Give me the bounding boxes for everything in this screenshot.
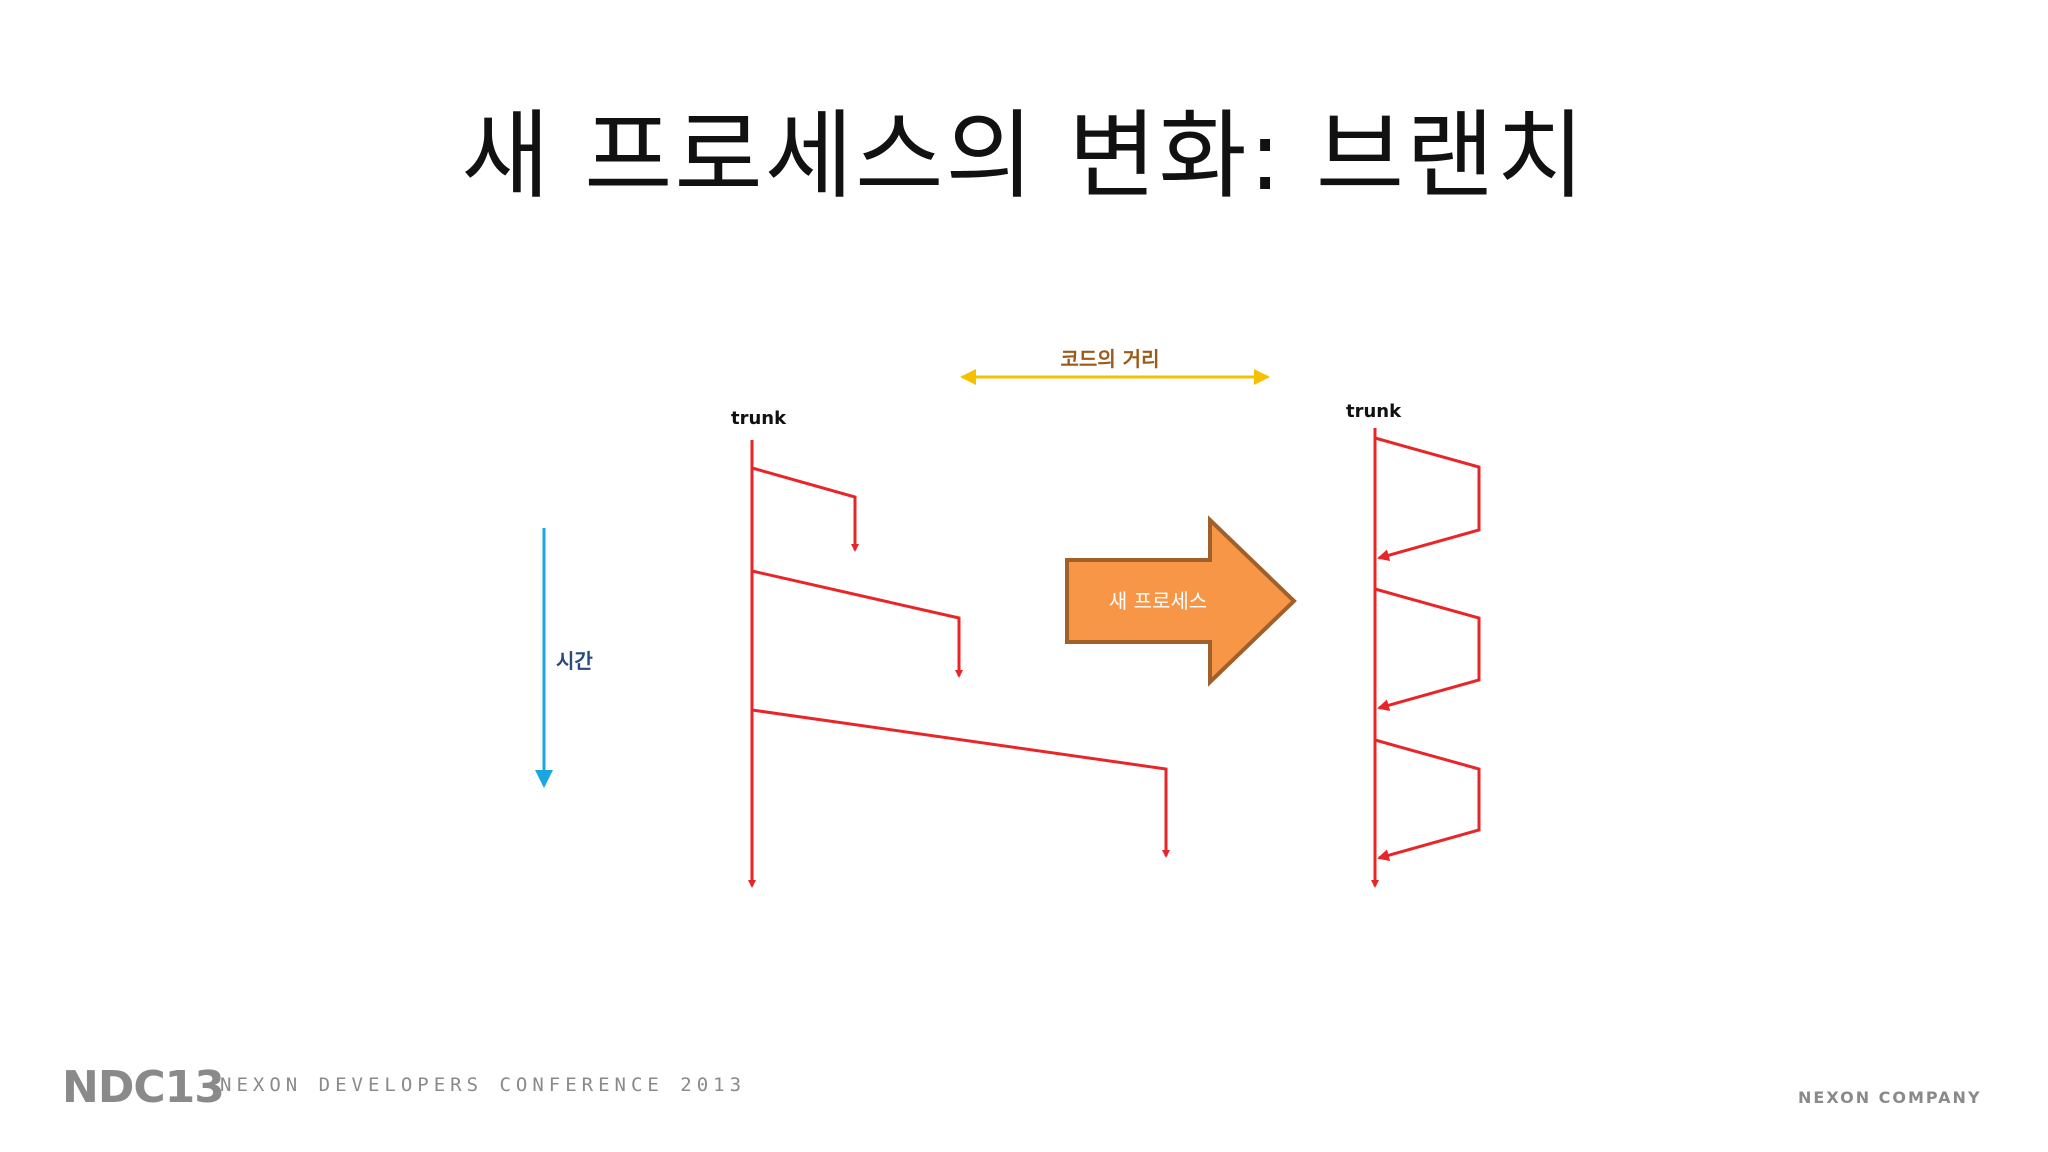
new-process-arrow — [1065, 515, 1297, 687]
slide-title: 새 프로세스의 변화: 브랜치 — [461, 100, 1587, 212]
left-branch-1 — [751, 466, 859, 552]
left-trunk-label: trunk — [731, 408, 787, 429]
right-branch-3 — [1374, 738, 1481, 862]
code-distance-label: 코드의 거리 — [1061, 347, 1160, 371]
ndc13-logo: NDC13 — [62, 1062, 225, 1113]
right-branch-2 — [1374, 587, 1481, 712]
conference-name: NEXON DEVELOPERS CONFERENCE 2013 — [220, 1074, 747, 1096]
left-branch-2 — [751, 569, 963, 678]
right-branch-1 — [1374, 436, 1481, 562]
company-name: NEXON COMPANY — [1798, 1088, 1982, 1107]
time-label: 시간 — [556, 649, 593, 673]
right-trunk-label: trunk — [1346, 401, 1402, 422]
new-process-label: 새 프로세스 — [1109, 589, 1207, 613]
left-branch-3 — [751, 708, 1170, 858]
